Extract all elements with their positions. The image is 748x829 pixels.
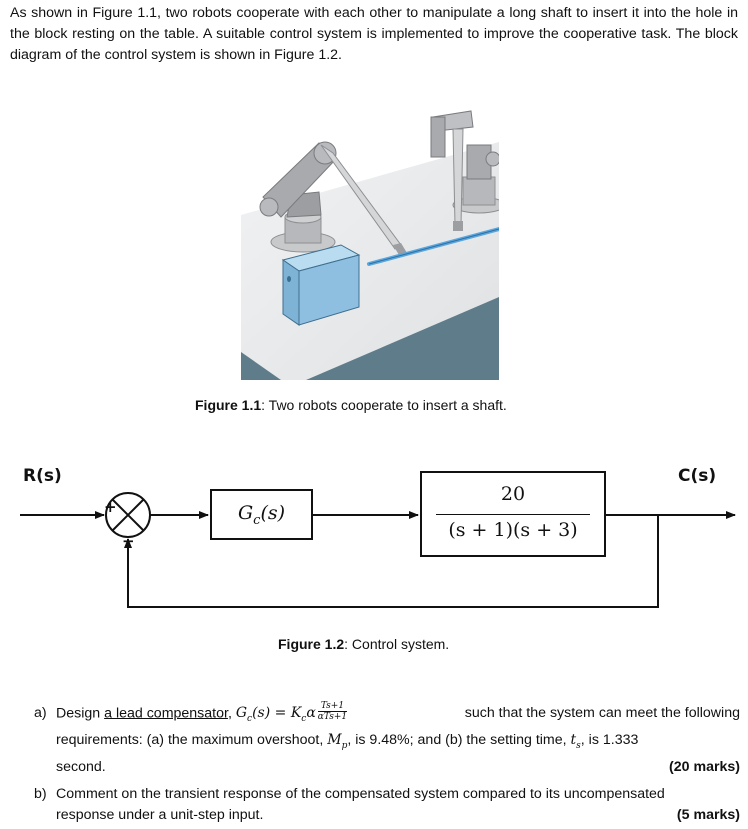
question-b-line2: response under a unit-step input. xyxy=(56,807,264,823)
compensator-formula: Gc(s) = Kcα xyxy=(235,705,316,725)
figure-1-caption-text: : Two robots cooperate to insert a shaft… xyxy=(261,397,507,413)
figure-1-label: Figure 1.1 xyxy=(195,397,262,413)
plant-block: 20 (s + 1)(s + 3) xyxy=(420,471,606,557)
lead-compensator-link: a lead compensator xyxy=(104,705,228,722)
question-a: a) Design a lead compensator, Gc(s) = Kc… xyxy=(34,701,740,778)
figure-2-caption-text: : Control system. xyxy=(344,636,450,652)
sum-plus-sign: + xyxy=(104,498,117,516)
compensator-label: Gc(s) xyxy=(237,501,286,528)
plant-numerator: 20 xyxy=(500,483,526,505)
question-b: b) Comment on the transient response of … xyxy=(34,784,740,826)
figure-2-caption: Figure 1.2: Control system. xyxy=(278,636,449,652)
question-a-lead: Design xyxy=(56,705,105,722)
block-diagram: + − xyxy=(20,492,736,608)
question-b-marks: (5 marks) xyxy=(676,807,740,823)
question-b-line1: Comment on the transient response of the… xyxy=(56,786,665,802)
question-a-label: a) xyxy=(34,705,47,721)
block-side xyxy=(298,254,360,326)
summing-junction xyxy=(105,492,151,538)
question-b-label: b) xyxy=(34,786,47,802)
plant-fraction-bar xyxy=(436,514,590,515)
table-side xyxy=(306,297,499,380)
input-signal-label: R(s) xyxy=(23,466,62,486)
output-signal-label: C(s) xyxy=(678,466,717,486)
sum-minus-sign: − xyxy=(122,532,135,550)
figure-2-label: Figure 1.2 xyxy=(278,636,345,652)
robots-figure xyxy=(241,97,499,380)
question-a-line2: requirements: (a) the maximum overshoot,… xyxy=(56,732,639,751)
feedback-path xyxy=(124,515,659,608)
question-a-marks: (20 marks) xyxy=(669,758,740,775)
intro-paragraph: As shown in Figure 1.1, two robots coope… xyxy=(10,5,738,63)
compensator-block: Gc(s) xyxy=(210,489,313,540)
question-a-last: second. xyxy=(56,758,106,775)
figure-1-caption: Figure 1.1: Two robots cooperate to inse… xyxy=(195,397,507,413)
question-a-line1-end: such that the system can meet the follow… xyxy=(464,705,740,722)
plant-denominator: (s + 1)(s + 3) xyxy=(448,519,578,541)
